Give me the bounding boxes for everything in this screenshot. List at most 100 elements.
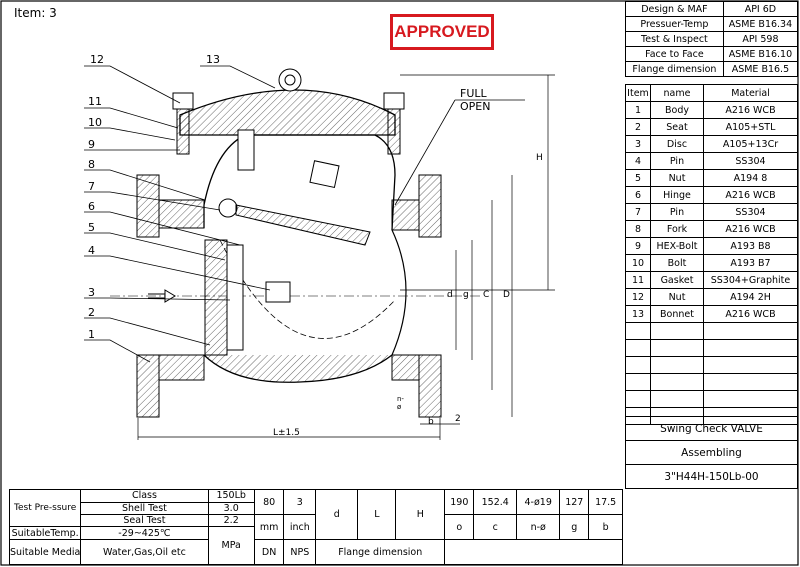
material-material: SS304 <box>703 152 798 170</box>
material-item: 9 <box>625 237 651 255</box>
empty-row <box>625 356 798 374</box>
callout-12: 12 <box>90 53 104 66</box>
dim-n-phi: n-ø <box>397 395 404 411</box>
material-name: Nut <box>650 288 704 306</box>
material-item: 3 <box>625 135 651 153</box>
material-material: SS304 <box>703 203 798 221</box>
material-material: SS304+Graphite <box>703 271 798 289</box>
dim-D: D <box>503 290 510 300</box>
disc-assembly <box>204 160 371 356</box>
material-name: Fork <box>650 220 704 238</box>
material-name: Pin <box>650 203 704 221</box>
material-item: 11 <box>625 271 651 289</box>
material-name: Bonnet <box>650 305 704 323</box>
callout-5: 5 <box>88 221 95 234</box>
material-item: 10 <box>625 254 651 272</box>
valve-name: Swing Check VALVE <box>625 416 798 441</box>
material-material: A105+13Cr <box>703 135 798 153</box>
leader-lines <box>84 65 525 363</box>
callout-13: 13 <box>206 53 220 66</box>
empty-row <box>625 322 798 340</box>
dim-H: H <box>536 153 543 163</box>
material-name: HEX-Bolt <box>650 237 704 255</box>
dim-L: L±1.5 <box>273 428 300 438</box>
callout-4: 4 <box>88 244 95 257</box>
bonnet <box>179 68 396 136</box>
material-item: 1 <box>625 101 651 119</box>
material-material: A194 2H <box>703 288 798 306</box>
callout-10: 10 <box>88 116 102 129</box>
material-item: 7 <box>625 203 651 221</box>
material-name: Body <box>650 101 704 119</box>
approved-stamp: APPROVED <box>390 14 494 50</box>
material-item: 8 <box>625 220 651 238</box>
callout-9: 9 <box>88 138 95 151</box>
material-name: Pin <box>650 152 704 170</box>
drawing-type: Assembling <box>625 440 798 465</box>
dim-d: d <box>447 290 453 300</box>
material-material: A105+STL <box>703 118 798 136</box>
material-item: 6 <box>625 186 651 204</box>
callout-2: 2 <box>88 306 95 319</box>
callout-7: 7 <box>88 180 95 193</box>
empty-row <box>625 373 798 391</box>
callout-8: 8 <box>88 158 95 171</box>
material-material: A193 B7 <box>703 254 798 272</box>
material-name: Hinge <box>650 186 704 204</box>
bonnet-bolts <box>172 92 405 171</box>
dim-2: 2 <box>455 414 461 424</box>
material-material: A193 B8 <box>703 237 798 255</box>
left-flange <box>136 174 205 418</box>
specification-table: Test Pre-ssure Class 150Lb 80 3 d L H 19… <box>8 489 623 565</box>
material-item: 4 <box>625 152 651 170</box>
material-material: A216 WCB <box>703 186 798 204</box>
table-header-row: Item name Material <box>625 84 798 102</box>
right-flange <box>391 174 442 418</box>
material-name: Gasket <box>650 271 704 289</box>
dim-b: b <box>428 417 434 427</box>
item-number-label: Item: 3 <box>14 6 57 20</box>
flange-dimension-label: Flange dimension <box>315 539 446 565</box>
dim-g: g <box>463 290 469 300</box>
material-material: A194 8 <box>703 169 798 187</box>
model-number: 3"H44H-150Lb-00 <box>625 464 798 489</box>
callout-11: 11 <box>88 95 102 108</box>
dim-C: C <box>483 290 490 300</box>
callout-1: 1 <box>88 328 95 341</box>
callout-6: 6 <box>88 200 95 213</box>
material-name: Disc <box>650 135 704 153</box>
title-block: Swing Check VALVE Assembling 3"H44H-150L… <box>625 416 798 489</box>
material-name: Bolt <box>650 254 704 272</box>
callout-3: 3 <box>88 286 95 299</box>
test-pressure-label: Test Pre-ssure <box>8 489 82 527</box>
empty-row <box>625 339 798 357</box>
material-name: Nut <box>650 169 704 187</box>
empty-row <box>625 390 798 408</box>
material-item: 13 <box>625 305 651 323</box>
material-item: 12 <box>625 288 651 306</box>
material-material: A216 WCB <box>703 101 798 119</box>
dimension-lines <box>137 74 555 440</box>
material-name: Seat <box>650 118 704 136</box>
